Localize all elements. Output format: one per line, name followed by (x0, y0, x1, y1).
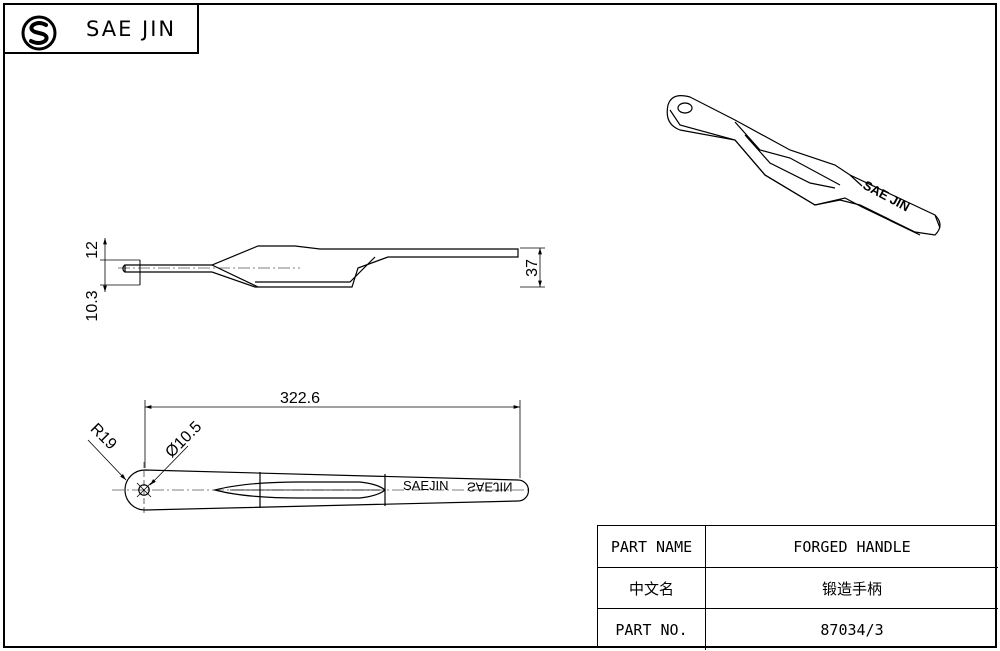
drawing-frame (3, 3, 997, 648)
dim-radius: R19 (87, 420, 120, 453)
value-part-name: FORGED HANDLE (793, 537, 911, 556)
value-chinese-name: 锻造手柄 (821, 580, 882, 598)
dim-length: 322.6 (280, 390, 320, 407)
value-part-no: 87034/3 (820, 620, 884, 639)
top-view (87, 400, 530, 515)
title-block: PART NAME FORGED HANDLE 中文名 锻造手柄 PART NO… (597, 525, 998, 650)
dim-height-right: 37 (524, 259, 541, 277)
title-row-chinese-name: 中文名 锻造手柄 (598, 567, 998, 609)
dim-hole-diameter: Ø10.5 (162, 418, 205, 461)
dim-height-bottom: 10.3 (84, 290, 101, 321)
label-chinese-name: 中文名 (598, 568, 706, 609)
title-row-part-no: PART NO. 87034/3 (598, 608, 998, 650)
isometric-view (666, 95, 941, 236)
sj-logo-icon (21, 15, 57, 51)
engraving-saejin-mirrored: SAEJIN (467, 479, 513, 494)
engraving-saejin: SAEJIN (403, 478, 449, 493)
title-row-part-name: PART NAME FORGED HANDLE (598, 526, 998, 567)
dim-height-top: 12 (84, 241, 101, 259)
side-view (100, 238, 545, 292)
label-part-name: PART NAME (598, 526, 706, 567)
label-part-no: PART NO. (598, 609, 706, 650)
brand-header: SAE JIN (3, 3, 199, 54)
brand-name: SAE JIN (86, 17, 177, 41)
